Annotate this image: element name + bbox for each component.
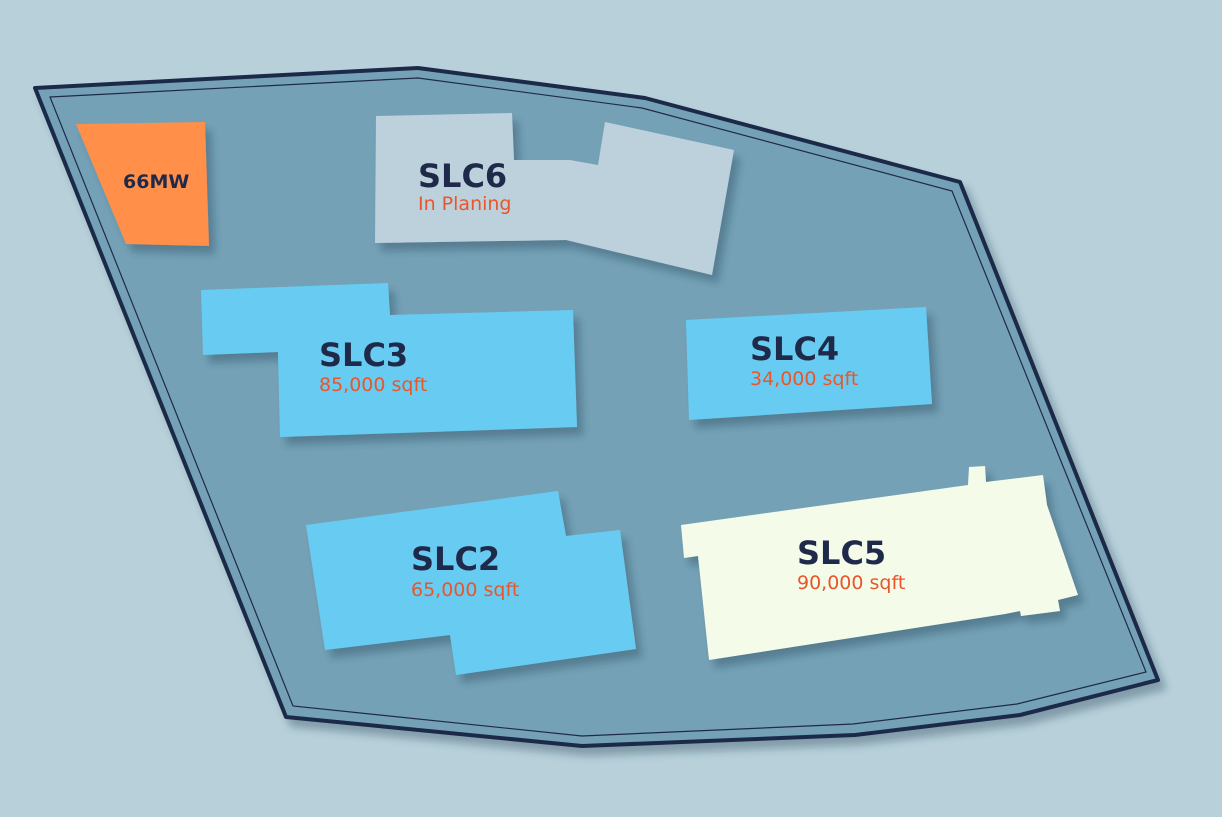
building-slc6[interactable]: SLC6 In Planing — [375, 113, 734, 275]
building-slc2-area: 65,000 sqft — [411, 579, 519, 601]
power-block-shape[interactable] — [76, 122, 209, 246]
building-slc2-shape[interactable] — [306, 491, 636, 675]
building-slc6-name: SLC6 — [418, 157, 507, 195]
power-block[interactable]: 66MW — [76, 122, 209, 246]
power-block-label: 66MW — [123, 171, 189, 193]
building-slc6-shape[interactable] — [375, 113, 734, 275]
building-slc4-name: SLC4 — [750, 330, 839, 368]
site-inner-line — [49, 77, 1147, 737]
building-slc2-name: SLC2 — [411, 540, 500, 578]
building-slc3-name: SLC3 — [319, 336, 408, 374]
building-slc6-status: In Planing — [418, 193, 512, 215]
building-slc4[interactable]: SLC4 34,000 sqft — [686, 307, 932, 420]
building-slc4-area: 34,000 sqft — [750, 368, 858, 390]
building-slc5-name: SLC5 — [797, 534, 886, 572]
building-slc5-shape[interactable] — [681, 466, 1078, 660]
building-slc3-shape[interactable] — [201, 283, 577, 437]
building-slc5[interactable]: SLC5 90,000 sqft — [681, 466, 1078, 660]
building-slc5-area: 90,000 sqft — [797, 572, 905, 594]
building-slc3[interactable]: SLC3 85,000 sqft — [201, 283, 577, 437]
building-slc4-shape[interactable] — [686, 307, 932, 420]
building-slc2[interactable]: SLC2 65,000 sqft — [306, 491, 636, 675]
building-slc3-area: 85,000 sqft — [319, 374, 427, 396]
